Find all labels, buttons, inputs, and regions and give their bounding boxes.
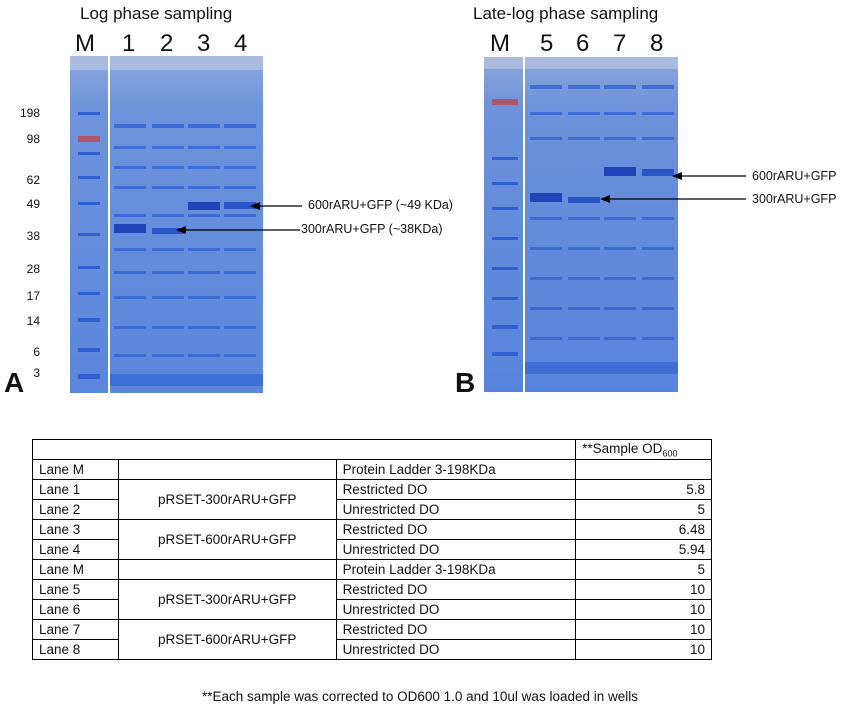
table-row: Lane 7 pRSET-600rARU+GFP Restricted DO 1… xyxy=(32,619,712,660)
table-row: Lane 1 pRSET-300rARU+GFP Restricted DO 5… xyxy=(32,479,712,520)
gel-image-b xyxy=(484,57,678,392)
condition-cell: Restricted DO xyxy=(335,479,577,500)
construct-cell xyxy=(117,459,337,480)
table-row: Lane 8 Unrestricted DO 10 xyxy=(32,639,712,660)
mw-marker: 17 xyxy=(26,289,40,303)
annotation-300raru-b: 300rARU+GFP xyxy=(752,192,837,206)
mw-marker: 98 xyxy=(26,132,40,146)
panel-b-lane-6: 6 xyxy=(576,30,590,57)
lane-cell: Lane M xyxy=(32,459,119,480)
lane-cell: Lane 4 xyxy=(32,539,119,560)
panel-b-title: Late-log phase sampling xyxy=(473,4,659,23)
lane-cell: Lane 7 xyxy=(32,619,119,640)
lane-cell: Lane 3 xyxy=(32,519,119,540)
panel-b-lane-m: M xyxy=(490,30,510,57)
condition-cell: Restricted DO xyxy=(335,519,577,540)
od-cell: 5 xyxy=(575,499,712,520)
od-header: **Sample OD600 xyxy=(575,439,712,460)
gel-image-a xyxy=(70,56,263,393)
construct-cell: pRSET-300rARU+GFP xyxy=(117,479,337,520)
mw-marker: 62 xyxy=(26,173,40,187)
table-row: Lane 5 pRSET-300rARU+GFP Restricted DO 1… xyxy=(32,579,712,620)
condition-cell: Unrestricted DO xyxy=(335,499,577,520)
od-header-subscript: 600 xyxy=(662,448,678,459)
condition-cell: Unrestricted DO xyxy=(335,599,577,620)
annotation-600raru-a: 600rARU+GFP (~49 KDa) xyxy=(308,198,453,212)
od-cell: 10 xyxy=(575,639,712,660)
od-cell: 10 xyxy=(575,619,712,640)
table-row: Lane M Protein Ladder 3-198KDa xyxy=(32,459,712,480)
od-cell: 5.94 xyxy=(575,539,712,560)
lane-cell: Lane 5 xyxy=(32,579,119,600)
mw-marker: 14 xyxy=(26,314,40,328)
mw-marker: 28 xyxy=(26,262,40,276)
mw-marker: 6 xyxy=(33,345,40,359)
od-cell: 5.8 xyxy=(575,479,712,500)
od-cell: 5 xyxy=(575,559,712,580)
table-header-row: **Sample OD600 xyxy=(31,439,712,460)
condition-cell: Restricted DO xyxy=(335,619,577,640)
mw-marker: 38 xyxy=(26,229,40,243)
od-header-label: **Sample OD xyxy=(582,440,663,456)
construct-cell: pRSET-300rARU+GFP xyxy=(117,579,337,620)
table-footnote: **Each sample was corrected to OD600 1.0… xyxy=(202,689,638,704)
construct-cell xyxy=(117,559,337,580)
table-row: Lane M Protein Ladder 3-198KDa 5 xyxy=(32,559,712,580)
lane-cell: Lane 6 xyxy=(32,599,119,620)
annotation-600raru-b: 600rARU+GFP xyxy=(752,169,837,183)
mw-marker: 3 xyxy=(33,366,40,380)
construct-cell: pRSET-600rARU+GFP xyxy=(117,519,337,560)
mw-marker: 49 xyxy=(26,197,40,211)
condition-cell: Protein Ladder 3-198KDa xyxy=(335,459,577,480)
condition-cell: Protein Ladder 3-198KDa xyxy=(335,559,577,580)
condition-cell: Unrestricted DO xyxy=(335,539,577,560)
panel-a-lane-m: M xyxy=(75,30,95,57)
table-header-blank xyxy=(31,439,577,460)
panel-a-lane-2: 2 xyxy=(160,30,174,57)
panel-a-lane-3: 3 xyxy=(197,30,211,57)
table-row: Lane 4 Unrestricted DO 5.94 xyxy=(32,539,712,560)
table-row: Lane 6 Unrestricted DO 10 xyxy=(32,599,712,620)
lane-cell: Lane 8 xyxy=(32,639,119,660)
od-cell: 6.48 xyxy=(575,519,712,540)
panel-b-lane-7: 7 xyxy=(613,30,627,57)
od-cell: 10 xyxy=(575,579,712,600)
table-row: Lane 2 Unrestricted DO 5 xyxy=(32,499,712,520)
table-row: Lane 3 pRSET-600rARU+GFP Restricted DO 6… xyxy=(32,519,712,560)
panel-b-label: B xyxy=(455,367,476,398)
lane-cell: Lane 2 xyxy=(32,499,119,520)
mw-marker: 198 xyxy=(19,106,40,120)
condition-cell: Unrestricted DO xyxy=(335,639,577,660)
sample-table: **Sample OD600 Lane M Protein Ladder 3-1… xyxy=(31,439,712,660)
condition-cell: Restricted DO xyxy=(335,579,577,600)
panel-b-lane-8: 8 xyxy=(650,30,664,57)
lane-cell: Lane M xyxy=(32,559,119,580)
construct-cell: pRSET-600rARU+GFP xyxy=(117,619,337,660)
arrow-icon xyxy=(176,202,302,234)
od-cell xyxy=(575,459,712,480)
panel-a-lane-4: 4 xyxy=(234,30,248,57)
panel-a-title: Log phase sampling xyxy=(80,4,233,23)
panel-b-lane-5: 5 xyxy=(540,30,554,57)
annotation-300raru-a: 300rARU+GFP (~38KDa) xyxy=(301,222,443,236)
arrow-icon xyxy=(600,172,746,203)
panel-a-lane-1: 1 xyxy=(122,30,136,57)
od-cell: 10 xyxy=(575,599,712,620)
lane-cell: Lane 1 xyxy=(32,479,119,500)
panel-a-label: A xyxy=(4,367,25,398)
